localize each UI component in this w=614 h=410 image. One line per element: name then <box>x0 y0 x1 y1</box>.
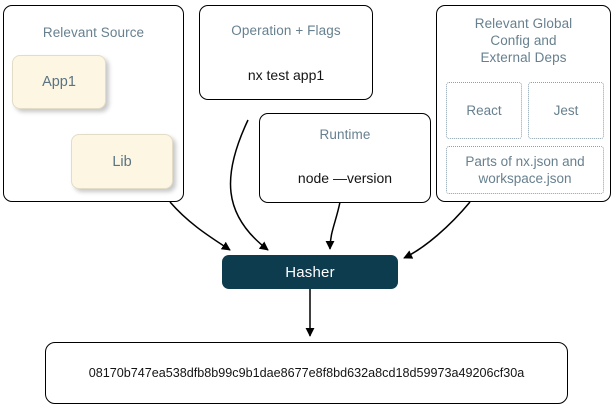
runtime-command: node —version <box>297 170 393 186</box>
group-global-config: Relevant Global Config and External Deps… <box>436 5 611 202</box>
operation-flags-command: nx test app1 <box>247 67 325 83</box>
hash-output-value: 08170b747ea538dfb8b99c9b1dae8677e8f8bd63… <box>88 366 525 380</box>
group-operation-flags-title: Operation + Flags <box>231 23 341 38</box>
group-relevant-source-title: Relevant Source <box>42 25 145 40</box>
node-config-files[interactable]: Parts of nx.json and workspace.json <box>446 146 604 194</box>
node-hash-output[interactable]: 08170b747ea538dfb8b99c9b1dae8677e8f8bd63… <box>45 342 568 404</box>
node-dep-react[interactable]: React <box>446 82 522 139</box>
node-hasher-label: Hasher <box>285 263 335 281</box>
edge-runtime-to-hasher <box>325 201 341 250</box>
node-config-files-label: Parts of nx.json and workspace.json <box>465 154 585 186</box>
group-relevant-source: Relevant Source App1 Lib <box>3 5 184 202</box>
group-global-config-title-line-3: External Deps <box>480 50 567 65</box>
edge-relevant-source-to-hasher <box>169 201 231 251</box>
group-global-config-title-line-1: Relevant Global <box>474 16 573 31</box>
node-hasher[interactable]: Hasher <box>222 255 398 289</box>
group-operation-flags: Operation + Flags nx test app1 <box>199 5 373 100</box>
node-dep-react-label: React <box>466 103 502 118</box>
node-app1-label: App1 <box>42 74 76 90</box>
node-lib[interactable]: Lib <box>71 134 173 189</box>
group-global-config-title-line-2: Config and <box>490 33 557 48</box>
group-runtime: Runtime node —version <box>259 113 431 203</box>
node-app1[interactable]: App1 <box>12 55 106 109</box>
edge-global-config-to-hasher <box>403 201 471 259</box>
node-dep-jest[interactable]: Jest <box>528 82 604 139</box>
group-runtime-title: Runtime <box>319 127 371 142</box>
node-dep-jest-label: Jest <box>553 103 579 118</box>
node-lib-label: Lib <box>112 153 132 170</box>
